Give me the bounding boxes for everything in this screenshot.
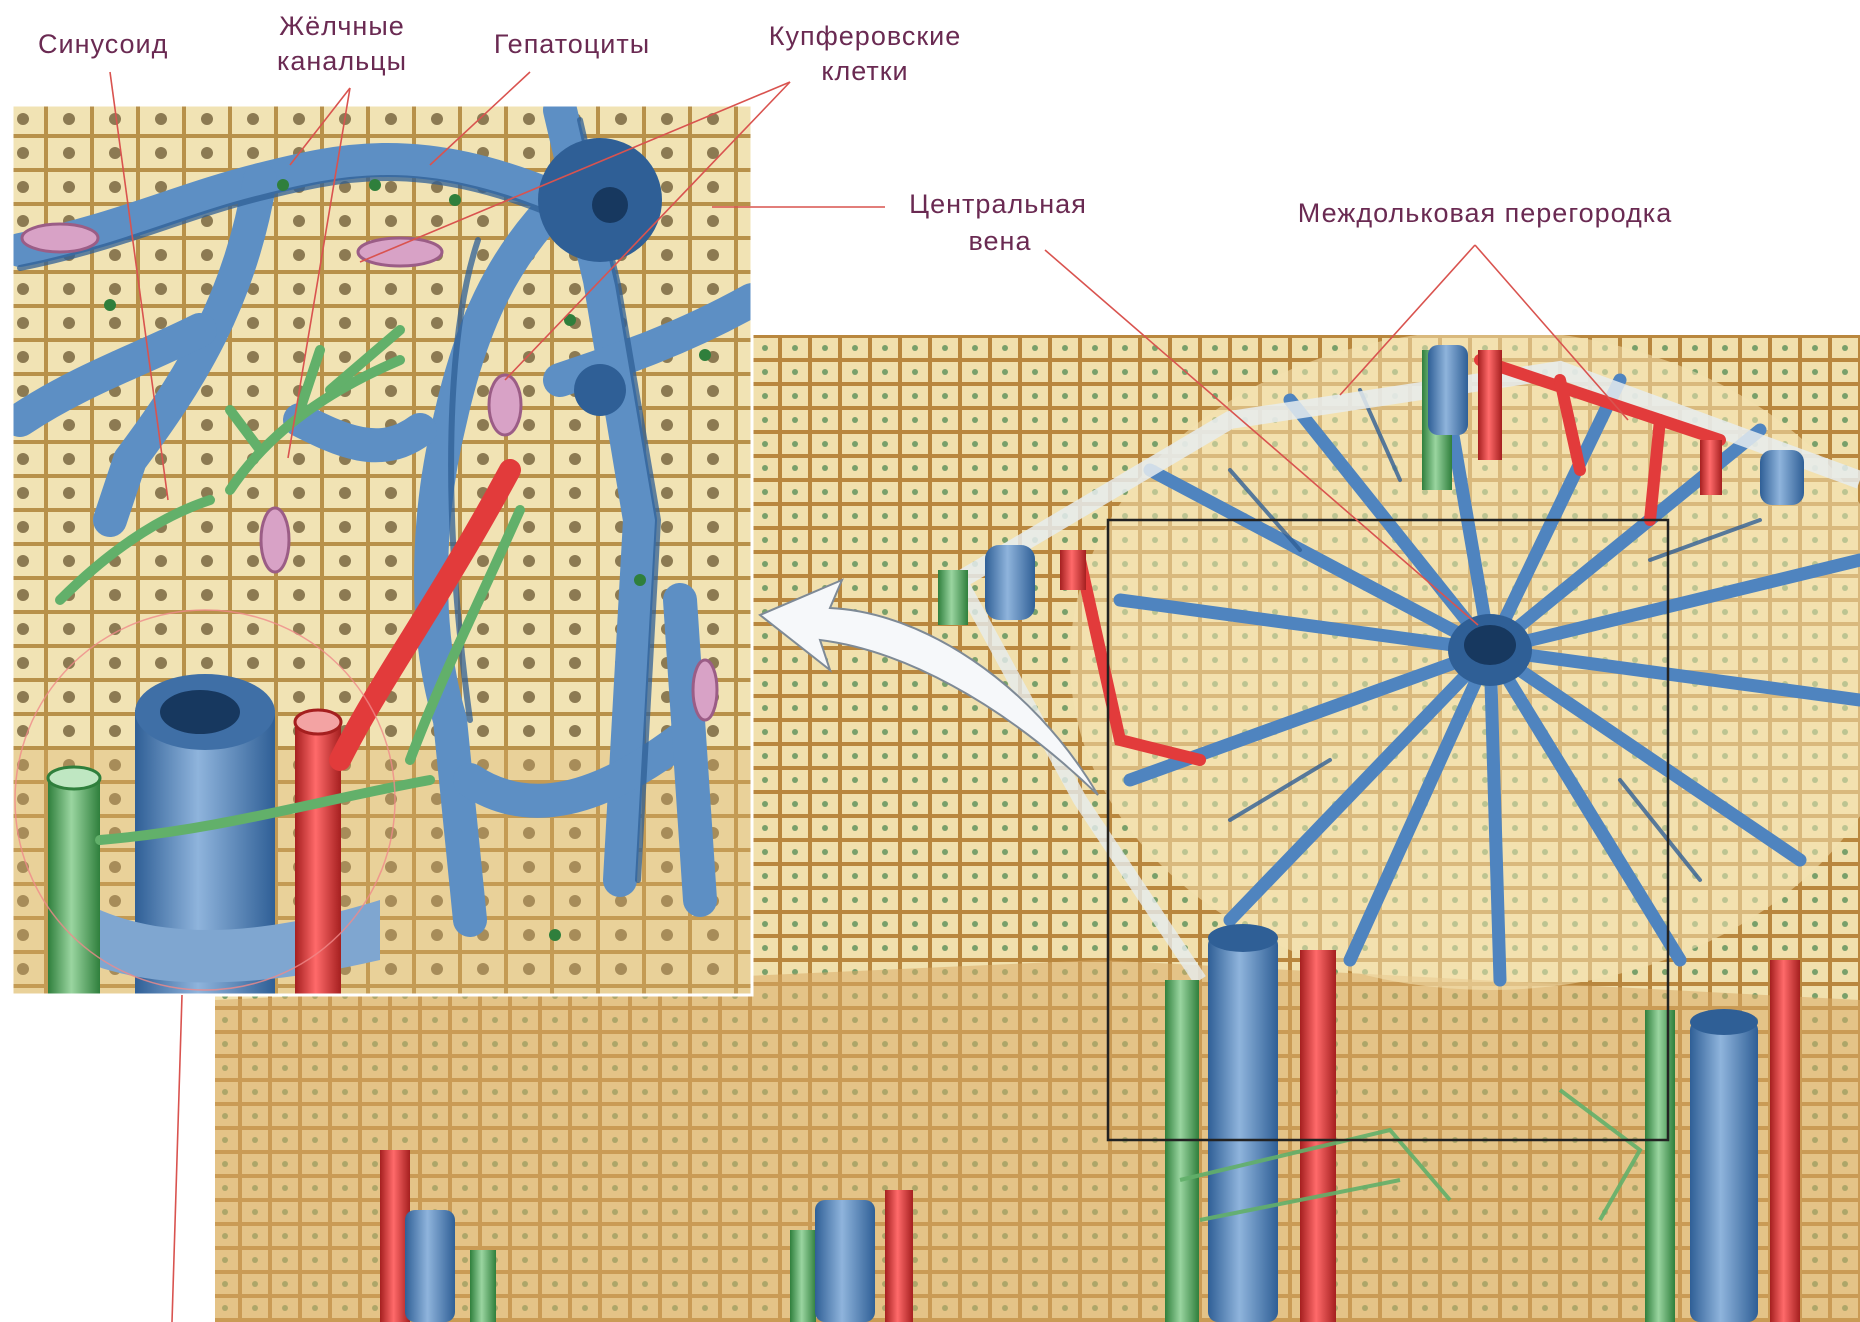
central-vein: [1448, 614, 1532, 686]
portal-triad-bottom-center: [1165, 924, 1336, 1322]
label-kupffer-line2: клетки: [821, 56, 908, 86]
label-interlobular-septum: Междольковая перегородка: [1298, 198, 1672, 228]
label-hepatocytes: Гепатоциты: [494, 29, 650, 59]
label-sinusoid: Синусоид: [38, 29, 168, 59]
label-kupffer-line1: Купферовские: [769, 21, 962, 51]
inset-bile-duct: [48, 767, 100, 995]
label-central-vein-line2: вена: [969, 226, 1032, 256]
label-bile-canaliculi-line1: Жёлчные: [279, 11, 405, 41]
label-bile-canaliculi-line2: канальцы: [277, 46, 407, 76]
label-central-vein-line1: Центральная: [909, 189, 1087, 219]
